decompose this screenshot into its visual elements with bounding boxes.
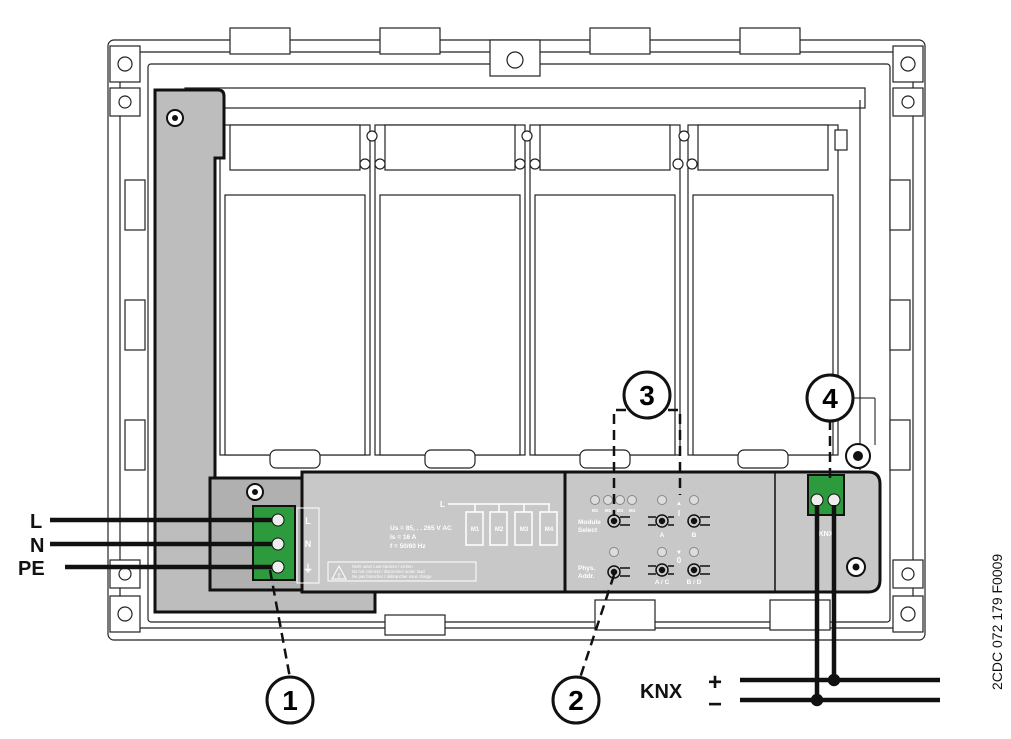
phys-addr-label-1: Phys.	[578, 565, 596, 572]
button-b[interactable]	[687, 514, 710, 528]
down-arrow-icon: ▼	[676, 550, 682, 556]
module-box-m1: M1	[471, 527, 480, 533]
terminal-label-l: L	[305, 516, 311, 526]
module-select-label-1: Module	[578, 519, 601, 526]
wire-label-l: L	[30, 511, 42, 533]
callout-1: 1	[265, 675, 315, 725]
button-bd[interactable]	[687, 563, 710, 577]
button-label-ac: A / C	[655, 579, 670, 586]
wire-label-n: N	[30, 535, 44, 557]
svg-text:1: 1	[282, 685, 298, 716]
knx-plus: +	[708, 669, 722, 696]
knx-terminal-label: KNX	[819, 531, 834, 538]
terminal-label-pe: ⏚	[303, 563, 313, 575]
phys-addr-button[interactable]	[607, 565, 630, 579]
svg-text:3: 3	[639, 380, 655, 411]
button-ac[interactable]	[648, 563, 674, 577]
module-4	[687, 124, 839, 456]
modules	[219, 124, 848, 469]
module-select-button[interactable]	[607, 514, 630, 528]
bus-label: L	[440, 500, 445, 509]
led-row	[590, 495, 699, 557]
led-label-m3: M3	[617, 508, 624, 513]
warning-en: Do not connect / disconnect under load	[352, 569, 425, 574]
led-label-m1: M1	[592, 508, 599, 513]
knx-label: KNX	[640, 681, 683, 703]
phys-addr-label-2: Addr.	[578, 573, 595, 580]
warning-de: Nicht unter Last stecken / ziehen	[352, 564, 413, 569]
knx-minus: −	[708, 691, 722, 718]
warning-fr: Ne pas brancher / débrancher sous charge	[352, 574, 432, 579]
module-box-m3: M3	[520, 527, 529, 533]
mains-wires	[50, 517, 272, 570]
down-label: 0	[677, 556, 682, 565]
rating-frequency: f = 50/60 Hz	[390, 543, 426, 550]
housing	[107, 27, 926, 641]
wire-label-pe: PE	[18, 558, 45, 580]
callout-4: 4	[805, 373, 855, 423]
module-2	[374, 124, 526, 456]
module-select-label-2: Select	[578, 527, 598, 534]
button-a[interactable]	[648, 514, 674, 528]
module-diagram	[448, 503, 558, 546]
callout-3: 3	[622, 370, 672, 420]
module-box-m4: M4	[545, 527, 554, 533]
button-label-bd: B / D	[687, 579, 702, 586]
document-code: 2CDC 072 179 F0009	[989, 554, 1005, 690]
warning-box: ! Nicht unter Last stecken / ziehen Do n…	[327, 561, 477, 582]
warning-icon: !	[338, 573, 340, 580]
rating-voltage: Us = 85, . . 265 V AC	[390, 525, 452, 532]
callout-2: 2	[551, 675, 601, 725]
button-label-a: A	[660, 532, 665, 539]
led-label-m2: M2	[605, 508, 612, 513]
terminal-label-n: N	[305, 539, 312, 549]
callout-leaders	[268, 408, 832, 679]
svg-text:4: 4	[822, 383, 838, 414]
module-3	[529, 124, 681, 456]
led-label-m4: M4	[629, 508, 636, 513]
rating-current: Is = 16 A	[390, 534, 417, 541]
knx-wires	[740, 505, 940, 707]
up-arrow-icon: ▲	[676, 501, 682, 507]
up-label: I	[678, 509, 680, 518]
module-box-m2: M2	[495, 527, 504, 533]
module-1	[219, 124, 371, 456]
button-label-b: B	[692, 532, 697, 539]
svg-text:2: 2	[568, 685, 584, 716]
